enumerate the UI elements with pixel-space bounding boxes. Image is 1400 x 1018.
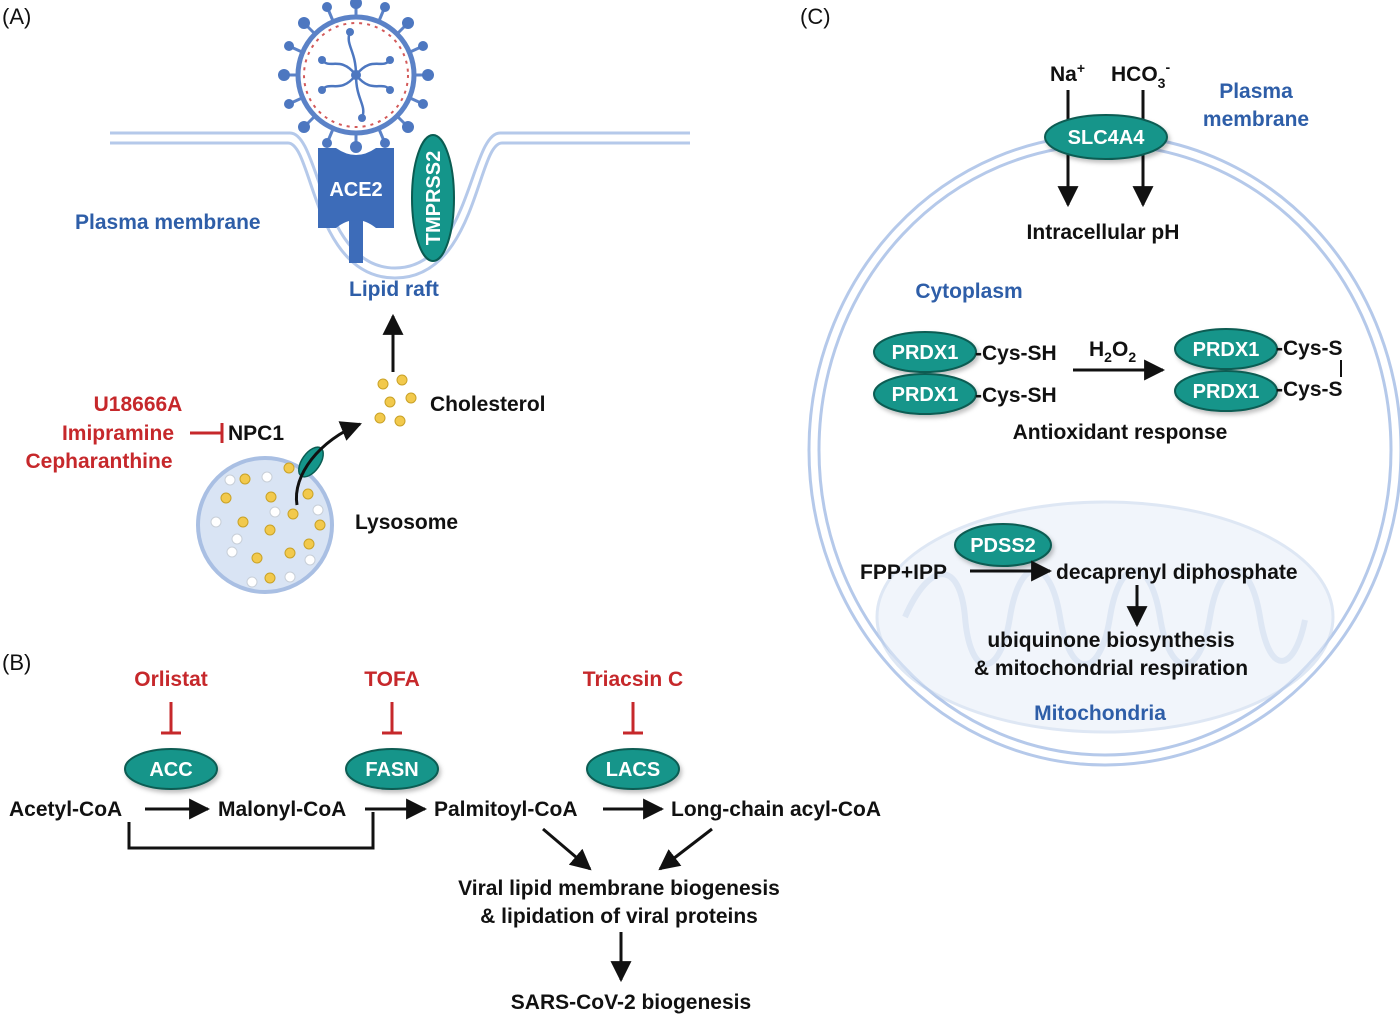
npc1-label: NPC1 <box>228 422 284 445</box>
svg-text:H2O2: H2O2 <box>1089 338 1136 365</box>
inhibition-bars-b <box>161 702 643 735</box>
metabolite-malonyl-coa: Malonyl-CoA <box>218 798 346 821</box>
plasma-membrane-a <box>110 131 690 280</box>
sars-cov-2-biogenesis-label: SARS-CoV-2 biogenesis <box>511 991 751 1014</box>
lysosome-icon <box>196 446 334 594</box>
prdx1-oxidized-1 <box>1174 328 1278 370</box>
ace2-receptor <box>318 148 394 263</box>
inhibitor-triacsin-c: Triacsin C <box>583 668 683 691</box>
cholesterol-icon <box>374 374 417 427</box>
lipid-raft-label: Lipid raft <box>349 278 439 301</box>
plasma-membrane-label-c-2: membrane <box>1203 108 1309 131</box>
metabolite-acetyl-coa: Acetyl-CoA <box>9 798 122 821</box>
ubiquinone-line-1: ubiquinone biosynthesis <box>987 629 1234 652</box>
intracellular-ph-label: Intracellular pH <box>1027 221 1180 244</box>
plasma-membrane-label-a: Plasma membrane <box>75 211 261 234</box>
prdx1-oxidized-2-label: PRDX1 <box>1193 381 1260 403</box>
enzyme-fasn-label: FASN <box>365 759 418 781</box>
panel-b-label: (B) <box>2 650 31 675</box>
prdx1-reduced-1 <box>873 331 977 373</box>
lysosome-label: Lysosome <box>355 511 458 534</box>
outcome-line-1: Viral lipid membrane biogenesis <box>458 877 780 900</box>
prdx1-oxidized-2 <box>1174 370 1278 412</box>
inhibitor-tofa: TOFA <box>364 668 420 691</box>
mitochondria-icon <box>875 500 1335 734</box>
h2o2-label: H2O2 <box>1089 338 1136 365</box>
prdx1-oxidized-1-label: PRDX1 <box>1193 339 1260 361</box>
prdx1-reduced-2 <box>873 373 977 415</box>
cys-s-2: -Cys-S <box>1276 378 1343 401</box>
inhibitor-orlistat: Orlistat <box>134 668 208 691</box>
cys-sh-2: -Cys-SH <box>975 384 1057 407</box>
arrow-lysosome-to-cholesterol <box>294 421 362 506</box>
cytoplasm-label: Cytoplasm <box>915 280 1022 303</box>
slc4a4-transporter <box>1044 114 1168 160</box>
mitochondria-label: Mitochondria <box>1034 702 1166 725</box>
panel-a-label: (A) <box>2 4 31 29</box>
enzyme-lacs <box>586 748 680 790</box>
inhibition-bar-npc1 <box>190 423 224 443</box>
ubiquinone-line-2: & mitochondrial respiration <box>974 657 1248 680</box>
plasma-membrane-label-c-1: Plasma <box>1219 80 1293 103</box>
prdx1-reduced-2-label: PRDX1 <box>892 384 959 406</box>
enzyme-lacs-label: LACS <box>606 759 660 781</box>
antioxidant-response-label: Antioxidant response <box>1013 421 1228 444</box>
enzyme-acc <box>124 748 218 790</box>
cys-s-1: -Cys-S <box>1276 337 1343 360</box>
svg-text:Na+: Na+ <box>1050 60 1085 86</box>
inhibitor-imipramine: Imipramine <box>62 422 174 445</box>
slc4a4-label: SLC4A4 <box>1068 127 1146 149</box>
inhibitor-u18666a: U18666A <box>94 393 183 416</box>
outcome-line-2: & lipidation of viral proteins <box>480 905 758 928</box>
panel-c-label: (C) <box>800 4 831 29</box>
metabolite-long-chain-acyl-coa: Long-chain acyl-CoA <box>671 798 881 821</box>
hco3-label: HCO3- <box>1111 59 1170 91</box>
enzyme-fasn <box>345 748 439 790</box>
tmprss2-protein <box>411 134 455 262</box>
inhibitor-cepharanthine: Cepharanthine <box>25 450 172 473</box>
pathway-arrows-b <box>127 798 713 983</box>
fpp-ipp-label: FPP+IPP <box>860 561 947 584</box>
na-label: Na+ <box>1050 60 1085 86</box>
pdss2-label: PDSS2 <box>970 535 1036 557</box>
svg-text:HCO3-: HCO3- <box>1111 59 1170 91</box>
tmprss2-label: TMPRSS2 <box>423 151 445 245</box>
ace2-label: ACE2 <box>329 179 382 201</box>
metabolite-palmitoyl-coa: Palmitoyl-CoA <box>434 798 578 821</box>
cholesterol-label: Cholesterol <box>430 393 546 416</box>
enzyme-acc-label: ACC <box>149 759 192 781</box>
cys-sh-1: -Cys-SH <box>975 342 1057 365</box>
pdss2-enzyme <box>954 523 1052 567</box>
prdx1-reduced-1-label: PRDX1 <box>892 342 959 364</box>
virus-icon <box>278 0 434 153</box>
decaprenyl-label: decaprenyl diphosphate <box>1056 561 1298 584</box>
